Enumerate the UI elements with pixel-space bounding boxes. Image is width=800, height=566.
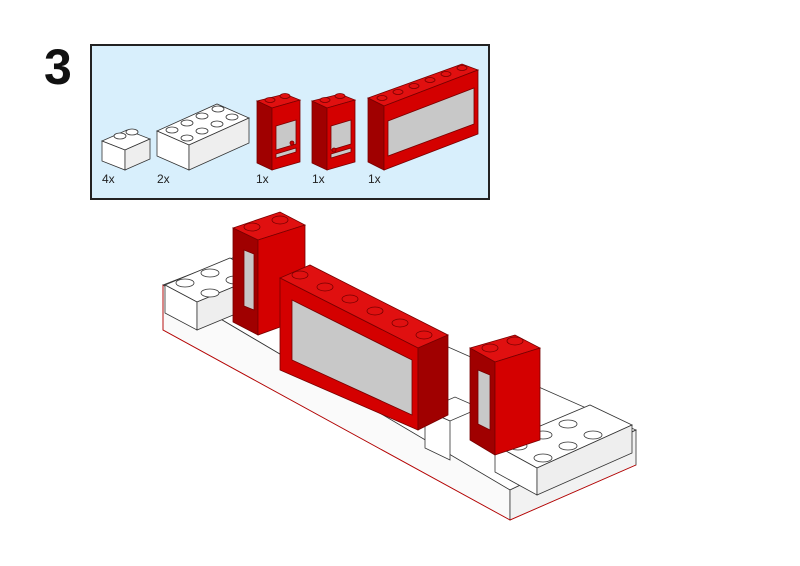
- door-left-placed: [231, 211, 307, 336]
- door-left: [255, 93, 302, 171]
- door-right-placed: [468, 334, 542, 456]
- parts-illustration: [100, 63, 480, 171]
- quantity-label: 1x: [312, 172, 325, 186]
- brick-2x4: [156, 103, 250, 171]
- parts-callout: 4x 2x 1x 1x 1x: [90, 44, 490, 200]
- step-number: 3: [44, 39, 72, 95]
- quantity-label: 1x: [368, 172, 381, 186]
- quantity-label: 1x: [256, 172, 269, 186]
- quantity-label: 2x: [157, 172, 170, 186]
- brick-1x2: [100, 128, 152, 171]
- white-brick-left: [164, 257, 263, 331]
- window-1x6: [366, 63, 480, 171]
- quantity-label: 4x: [102, 172, 115, 186]
- white-brick-small: [424, 396, 481, 461]
- door-right: [310, 93, 357, 171]
- base-plate: [162, 254, 637, 521]
- white-brick-right: [494, 404, 633, 496]
- window-placed: [279, 264, 449, 431]
